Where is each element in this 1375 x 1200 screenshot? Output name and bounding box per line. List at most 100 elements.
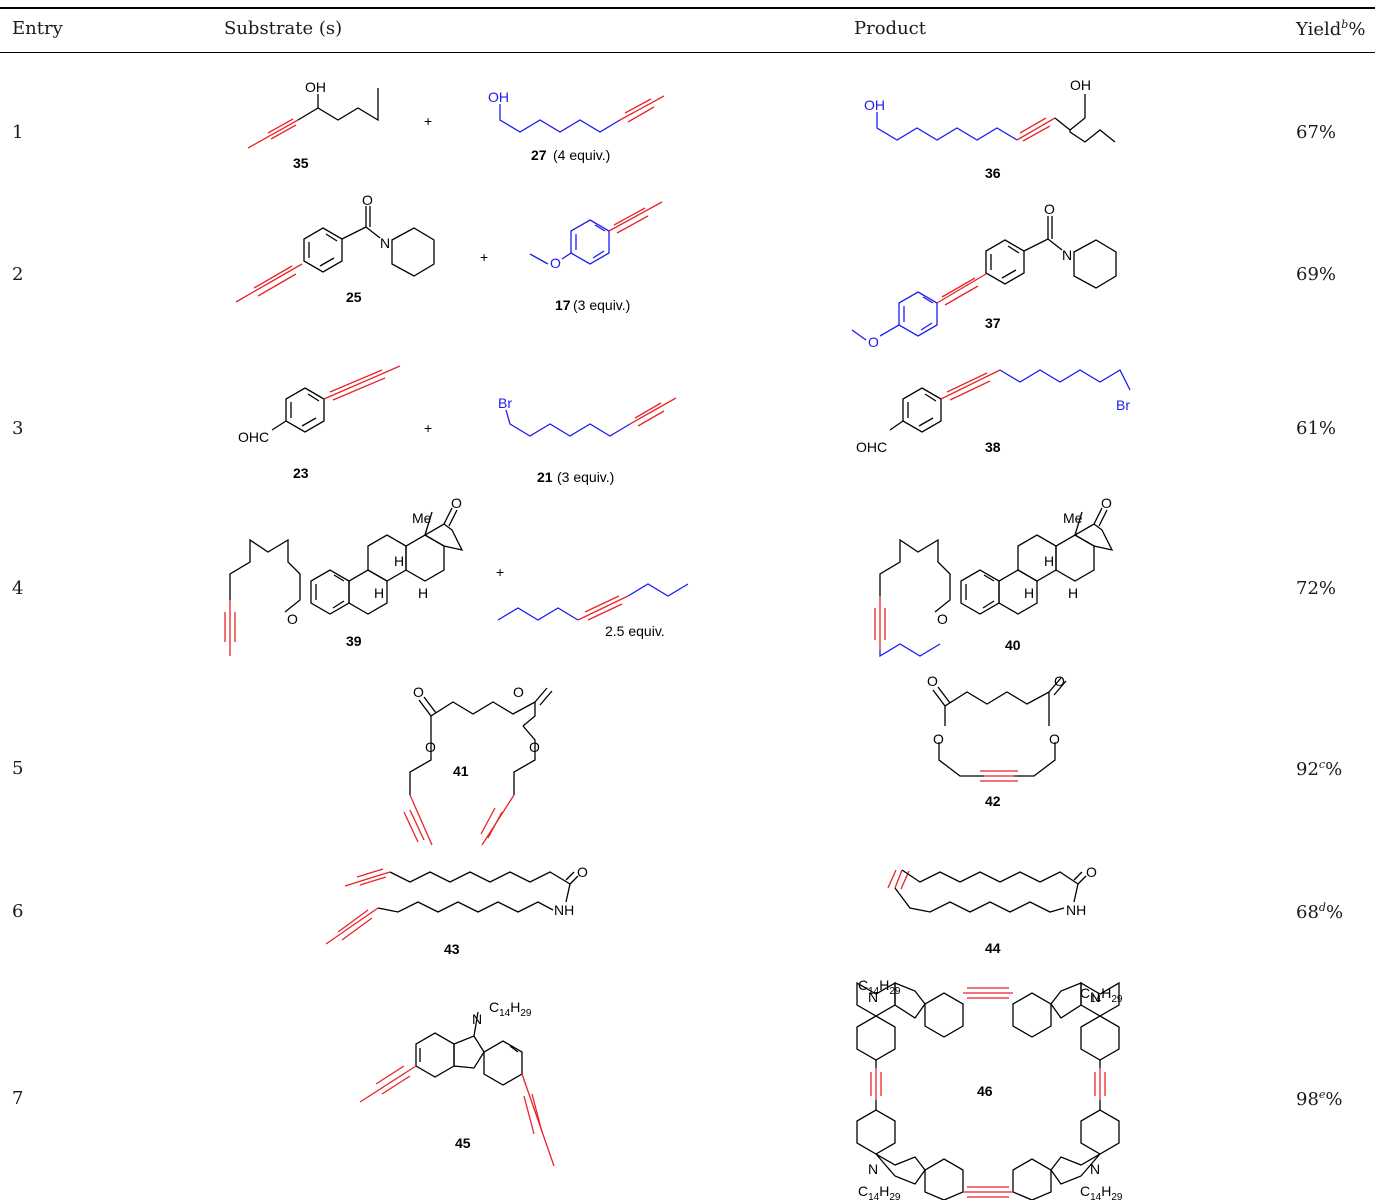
atom-o: O — [937, 611, 948, 627]
label-39: 39 — [346, 633, 362, 649]
atom-n: N — [1062, 247, 1072, 263]
atom-o: O — [362, 192, 373, 208]
atom-n: N — [472, 1011, 482, 1027]
atom-c14h29: C14H29 — [858, 1183, 901, 1200]
plus-sign: + — [424, 113, 432, 129]
atom-c14h29: C14H29 — [1080, 1183, 1123, 1200]
yield-4: 72% — [1296, 578, 1337, 599]
header-substrates: Substrate (s) — [224, 18, 343, 39]
label-46: 46 — [977, 1083, 993, 1099]
yield-1: 67% — [1296, 122, 1337, 143]
atom-h: H — [374, 585, 384, 601]
table-header-rule — [0, 52, 1375, 53]
atom-o: O — [933, 731, 944, 747]
header-entry: Entry — [12, 18, 63, 39]
table-top-rule — [0, 7, 1375, 9]
atom-o: O — [1049, 731, 1060, 747]
header-yield-footnote: b — [1341, 18, 1349, 31]
atom-n: N — [1090, 989, 1100, 1005]
label-21: 21 — [537, 469, 553, 485]
label-23: 23 — [293, 465, 309, 481]
atom-ohc: OHC — [856, 439, 887, 455]
dec-5-yne: 2.5 equiv. — [497, 583, 689, 639]
atom-o: O — [1044, 201, 1055, 217]
atom-h: H — [1044, 553, 1054, 569]
label-17-equiv: (3 equiv.) — [573, 297, 630, 313]
label-35: 35 — [293, 155, 309, 171]
atom-oh: OH — [1070, 77, 1091, 93]
compound-44: O NH 44 — [887, 864, 1097, 956]
atom-o: O — [287, 611, 298, 627]
label-41: 41 — [453, 763, 469, 779]
yield-5: 92c% — [1296, 758, 1343, 780]
label-38: 38 — [985, 439, 1001, 455]
compound-17: O 17 (3 equiv.) — [529, 201, 663, 313]
atom-o: O — [451, 495, 462, 511]
label-37: 37 — [985, 315, 1001, 331]
label-21-equiv: (3 equiv.) — [557, 469, 614, 485]
header-product: Product — [854, 18, 926, 39]
compound-27: OH 27 (4 equiv.) — [488, 89, 665, 163]
label-45: 45 — [455, 1135, 471, 1151]
atom-h: H — [1068, 585, 1078, 601]
yield-3: 61% — [1296, 418, 1337, 439]
label-42: 42 — [985, 793, 1001, 809]
atom-br: Br — [498, 395, 512, 411]
atom-o: O — [513, 684, 524, 700]
atom-oh: OH — [488, 89, 509, 105]
plus-sign: + — [480, 249, 488, 265]
plus-sign: + — [496, 564, 504, 580]
compound-38: OHC Br 38 — [856, 369, 1131, 455]
compound-45: N C14H29 45 — [359, 999, 555, 1167]
atom-o: O — [529, 739, 540, 755]
compound-43: O NH 43 — [325, 864, 588, 957]
atom-h: H — [1024, 585, 1034, 601]
compound-21: Br 21 (3 equiv.) — [498, 395, 677, 485]
label-36: 36 — [985, 165, 1001, 181]
atom-o: O — [868, 334, 879, 350]
label-27-equiv: (4 equiv.) — [553, 147, 610, 163]
yield-2: 69% — [1296, 264, 1337, 285]
atom-oh: OH — [305, 79, 326, 95]
entry-4: 4 — [12, 578, 24, 599]
label-decyne-equiv: 2.5 equiv. — [605, 623, 665, 639]
entry-3: 3 — [12, 418, 24, 439]
atom-h: H — [394, 553, 404, 569]
yield-7: 98e% — [1296, 1088, 1343, 1110]
yield-6: 68d% — [1296, 901, 1344, 923]
atom-n: N — [1090, 1161, 1100, 1177]
atom-o: O — [927, 673, 938, 689]
plus-sign: + — [424, 420, 432, 436]
atom-n: N — [868, 989, 878, 1005]
entry-5: 5 — [12, 758, 24, 779]
atom-me: Me — [412, 510, 432, 526]
atom-c14h29: C14H29 — [1080, 985, 1123, 1005]
compound-39: O Me O H H H 39 — [224, 495, 464, 656]
compound-46: C14H29 C14H29 C14H29 C14H29 N N N N 46 — [856, 977, 1123, 1200]
compound-23: OHC 23 — [238, 365, 401, 481]
entry-2: 2 — [12, 264, 24, 285]
atom-oh: OH — [864, 97, 885, 113]
atom-n: N — [868, 1161, 878, 1177]
compound-25: O N 25 — [235, 192, 435, 305]
atom-c14h29: C14H29 — [489, 999, 532, 1019]
label-44: 44 — [985, 940, 1001, 956]
compound-40: O Me O H H H 40 — [874, 495, 1114, 658]
atom-nh: NH — [1066, 902, 1086, 918]
label-40: 40 — [1005, 637, 1021, 653]
atom-nh: NH — [554, 902, 574, 918]
atom-o: O — [413, 684, 424, 700]
compound-42: O O O O 42 — [927, 673, 1067, 809]
atom-br: Br — [1116, 397, 1130, 413]
atom-o: O — [1054, 673, 1065, 689]
label-17: 17 — [555, 297, 571, 313]
entry-1: 1 — [12, 122, 24, 143]
label-27: 27 — [531, 147, 547, 163]
atom-o: O — [1086, 864, 1097, 880]
atom-o: O — [425, 739, 436, 755]
atom-me: Me — [1063, 510, 1083, 526]
atom-c14h29: C14H29 — [858, 977, 901, 997]
entry-7: 7 — [12, 1088, 24, 1109]
compound-35: OH 35 — [247, 79, 379, 171]
compound-37: O O N 37 — [851, 201, 1117, 350]
